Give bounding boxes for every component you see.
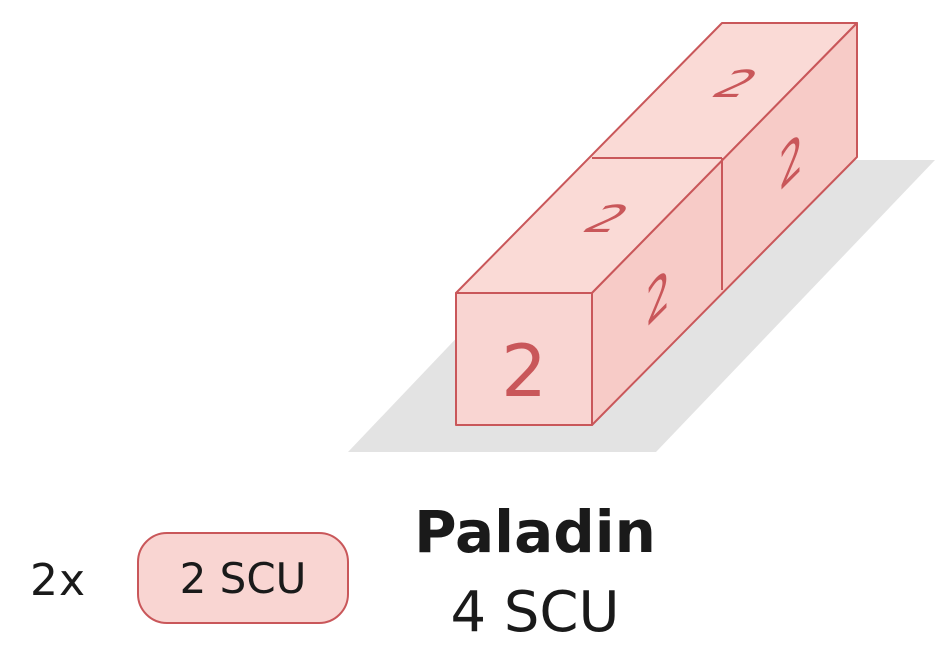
ship-name: Paladin [414, 498, 656, 566]
box-multiplier: 2x [30, 555, 87, 606]
cargo-boxes [455, 22, 858, 426]
unit-badge-label: 2 SCU [179, 553, 307, 603]
unit-badge: 2 SCU [137, 532, 349, 624]
front-face-label: 2 [501, 329, 547, 413]
front-face [455, 292, 593, 426]
ship-capacity: 4 SCU [450, 580, 620, 645]
